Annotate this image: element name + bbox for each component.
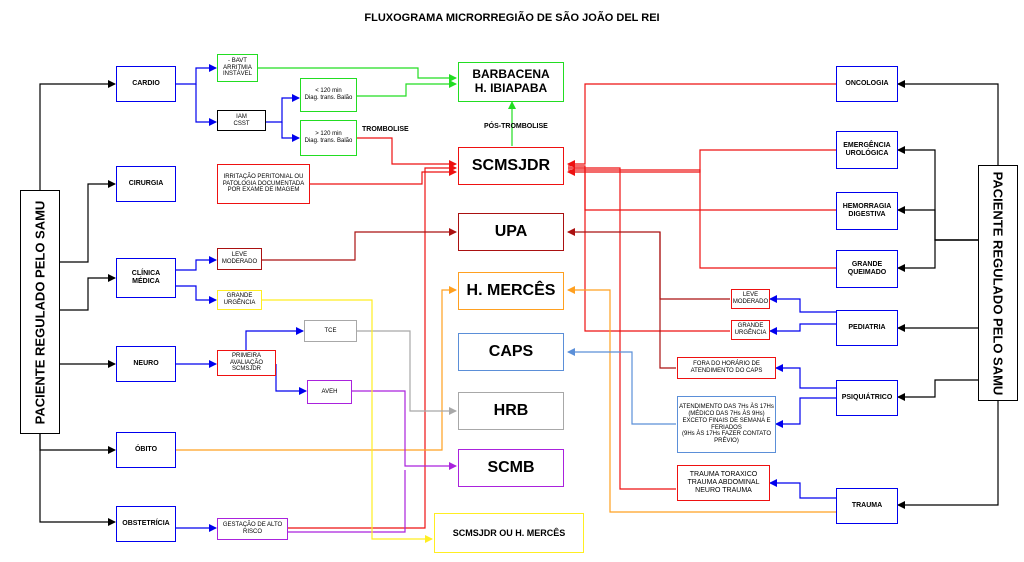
label-pos-trombolise: PÓS-TROMBOLISE <box>484 123 548 130</box>
condition-gt120: > 120 min Diag. trans. Balão <box>300 120 357 156</box>
category-clinica-medica: CLÍNICA MÉDICA <box>116 258 176 298</box>
condition-gestacao-alto-risco: GESTAÇÃO DE ALTO RISCO <box>217 518 288 540</box>
left-samu-label: PACIENTE REGULADO PELO SAMU <box>32 200 48 424</box>
left-samu-box: PACIENTE REGULADO PELO SAMU <box>20 190 60 434</box>
hospital-scmsjdr-ou-merces: SCMSJDR OU H. MERCÊS <box>434 513 584 553</box>
category-obito: ÓBITO <box>116 432 176 468</box>
condition-lt120: < 120 min Diag. trans. Balão <box>300 78 357 112</box>
condition-pediatria-grande: GRANDE URGÊNCIA <box>731 320 770 340</box>
category-obstetricia: OBSTETRÍCIA <box>116 506 176 542</box>
hospital-caps: CAPS <box>458 333 564 371</box>
condition-fora-horario-caps: FORA DO HORÁRIO DE ATENDIMENTO DO CAPS <box>677 357 776 379</box>
condition-grande-urgencia: GRANDE URGÊNCIA <box>217 290 262 310</box>
category-hemorragia-digestiva: HEMORRAGIA DIGESTIVA <box>836 192 898 230</box>
category-neuro: NEURO <box>116 346 176 382</box>
condition-trauma-tipos: TRAUMA TORAXICO TRAUMA ABDOMINAL NEURO T… <box>677 465 770 501</box>
hospital-scmsjdr: SCMSJDR <box>458 147 564 185</box>
hospital-hrb: HRB <box>458 392 564 430</box>
condition-pediatria-leve: LEVE MODERADO <box>731 289 770 309</box>
category-cardio: CARDIO <box>116 66 176 102</box>
right-samu-label: PACIENTE REGULADO PELO SAMU <box>990 171 1006 395</box>
condition-iam: IAM CSST <box>217 110 266 131</box>
condition-irritacao-peritonial: IRRITAÇÃO PERITONIAL OU PATOLOGIA DOCUME… <box>217 164 310 204</box>
condition-primeira-avaliacao: PRIMEIRA AVALIAÇÃO SCMSJDR <box>217 350 276 376</box>
category-cirurgia: CIRURGIA <box>116 166 176 202</box>
category-trauma: TRAUMA <box>836 488 898 524</box>
condition-bavt: - BAVT ARRITMIA INSTÁVEL <box>217 54 258 82</box>
hospital-merces: H. MERCÊS <box>458 272 564 310</box>
condition-tce: TCE <box>304 320 357 342</box>
category-psiquiatrico: PSIQUIÁTRICO <box>836 380 898 416</box>
page-title: FLUXOGRAMA MICRORREGIÃO DE SÃO JOÃO DEL … <box>364 12 660 24</box>
category-oncologia: ONCOLOGIA <box>836 66 898 102</box>
category-grande-queimado: GRANDE QUEIMADO <box>836 250 898 288</box>
category-pediatria: PEDIATRIA <box>836 310 898 346</box>
hospital-scmb: SCMB <box>458 449 564 487</box>
hospital-upa: UPA <box>458 213 564 251</box>
condition-leve-moderado: LEVE MODERADO <box>217 248 262 270</box>
condition-atendimento-caps: ATENDIMENTO DAS 7Hs ÀS 17Hs (MÉDICO DAS … <box>677 396 776 453</box>
label-trombolise: TROMBOLISE <box>362 126 409 133</box>
hospital-barbacena-ibiapaba: BARBACENA H. IBIAPABA <box>458 62 564 102</box>
right-samu-box: PACIENTE REGULADO PELO SAMU <box>978 165 1018 401</box>
condition-aveh: AVEH <box>307 380 352 404</box>
category-emergencia-urologica: EMERGÊNCIA UROLÓGICA <box>836 131 898 169</box>
